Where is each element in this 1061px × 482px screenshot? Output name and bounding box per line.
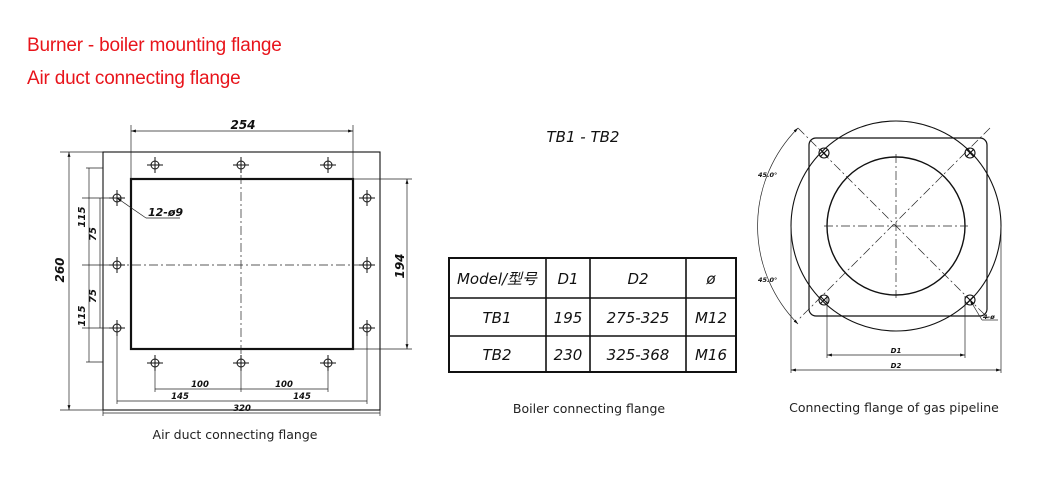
hole-count-label: 4-ø — [983, 313, 995, 321]
table-cell: TB1 — [483, 309, 512, 327]
table-cell: 325-368 — [607, 346, 670, 364]
bolt-hole — [818, 147, 830, 159]
bolt-holes — [109, 157, 375, 371]
table-cell: TB2 — [483, 346, 512, 364]
hole-spec-label: 12-ø9 — [148, 206, 183, 219]
bolt-hole — [964, 147, 976, 159]
dim-100-left: 100 — [191, 380, 209, 390]
bolt-hole — [359, 320, 375, 336]
heading-burner-boiler-flange: Burner - boiler mounting flange — [27, 35, 282, 56]
table-cell: 195 — [554, 309, 583, 327]
col-header-thread: ø — [705, 270, 716, 288]
bolt-hole — [320, 355, 336, 371]
dim-100-right: 100 — [275, 380, 293, 390]
outer-plate — [102, 151, 381, 411]
bolt-hole — [359, 190, 375, 206]
bolt-hole — [147, 355, 163, 371]
table-cell: 230 — [554, 346, 583, 364]
spec-table: Model/型号 D1 D2 ø TB1 195 275-325 M12 TB2… — [448, 257, 737, 373]
dim-d2: D2 — [891, 362, 902, 370]
angle-top: 45.0° — [758, 171, 777, 179]
bolt-hole — [359, 257, 375, 273]
dim-254: 254 — [230, 118, 255, 132]
dim-260: 260 — [53, 257, 67, 282]
bolt-hole — [818, 294, 830, 306]
table-cell: 275-325 — [607, 309, 670, 327]
square-plate — [808, 137, 988, 317]
boiler-flange-section: TB1 - TB2 Model/型号 D1 D2 ø TB1 195 275-3… — [448, 128, 737, 416]
table-cell: M12 — [695, 309, 727, 327]
caption-gas-pipeline-flange: Connecting flange of gas pipeline — [789, 400, 999, 415]
air-duct-flange-drawing: 254 260 115 75 75 115 194 12-ø9 100 100 — [53, 118, 412, 442]
bolt-hole — [233, 157, 249, 173]
caption-air-duct-flange: Air duct connecting flange — [153, 427, 318, 442]
dim-194: 194 — [393, 253, 407, 278]
col-header-d2: D2 — [627, 270, 648, 288]
col-header-d1: D1 — [557, 270, 578, 288]
dim-75-top: 75 — [88, 227, 99, 241]
dim-145-left: 145 — [171, 392, 189, 402]
caption-boiler-flange: Boiler connecting flange — [513, 401, 665, 416]
heading-air-duct-flange: Air duct connecting flange — [27, 68, 241, 89]
col-header-model: Model/型号 — [457, 270, 538, 288]
angle-bottom: 45.0° — [758, 276, 777, 284]
bolt-hole — [233, 355, 249, 371]
bolt-hole — [320, 157, 336, 173]
dim-75-bottom: 75 — [88, 289, 99, 303]
inner-opening — [129, 177, 355, 351]
gas-pipeline-flange-drawing: 45.0° 45.0° 4-ø D1 D2 Connecting flange … — [757, 120, 1002, 415]
dim-145-right: 145 — [293, 392, 311, 402]
dim-d1: D1 — [891, 347, 902, 355]
dim-115-bottom: 115 — [77, 306, 88, 327]
dim-320: 320 — [233, 404, 251, 414]
model-range-title: TB1 - TB2 — [547, 128, 620, 146]
bolt-hole — [147, 157, 163, 173]
table-cell: M16 — [695, 346, 727, 364]
dim-115-top: 115 — [77, 207, 88, 228]
